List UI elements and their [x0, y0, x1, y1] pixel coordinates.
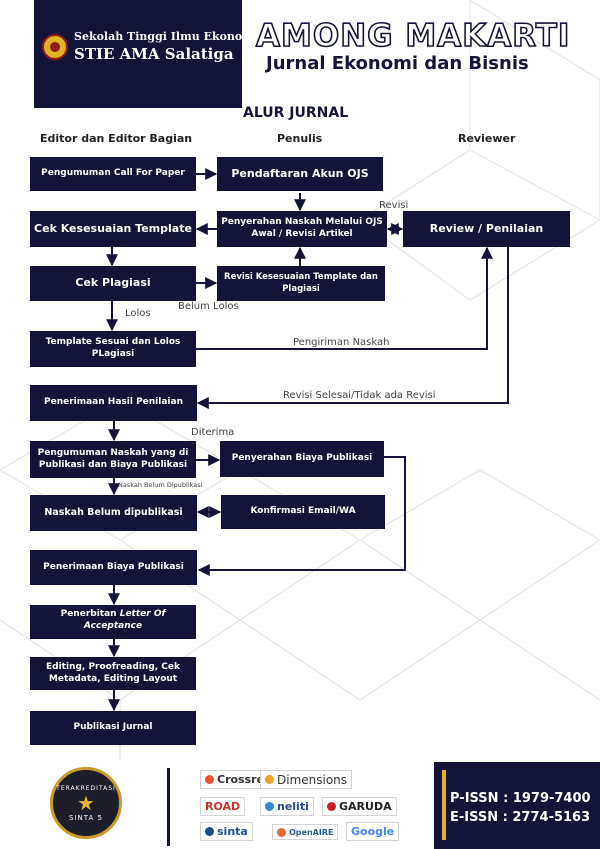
logo-openaire[interactable]: OpenAIRE	[272, 824, 339, 840]
logo-dimensions[interactable]: Dimensions	[260, 770, 353, 789]
step-call-for-paper: Pengumuman Call For Paper	[30, 157, 196, 191]
step-cek-plagiasi: Cek Plagiasi	[30, 266, 196, 301]
institution-name: Sekolah Tinggi Ilmu Ekonomi	[74, 30, 259, 43]
step-publikasi: Publikasi Jurnal	[30, 711, 196, 745]
logo-google[interactable]: Google	[346, 822, 400, 841]
label-naskah-belum: Naskah Belum Dipublikasi	[118, 481, 203, 489]
openaire-icon	[277, 827, 286, 837]
p-issn: P-ISSN : 1979-7400	[450, 791, 591, 806]
journal-title: AMONG MAKARTI	[255, 17, 571, 55]
column-penulis: Penulis	[277, 132, 323, 145]
footer-divider	[167, 768, 170, 846]
badge-top-text: TERAKREDITASI	[56, 784, 116, 792]
column-reviewer: Reviewer	[458, 132, 516, 145]
label-diterima: Diterima	[191, 427, 235, 438]
step-penyerahan-biaya: Penyerahan Biaya Publikasi	[220, 441, 384, 477]
step-review: Review / Penilaian	[403, 211, 570, 247]
step-penerbitan-loa-prefix: Penerbitan	[60, 609, 120, 619]
flow-title: ALUR JURNAL	[243, 105, 349, 121]
step-template-lolos: Template Sesuai dan Lolos PLagiasi	[30, 331, 196, 367]
step-konfirmasi: Konfirmasi Email/WA	[221, 495, 385, 529]
badge-star-icon: ★	[77, 790, 95, 815]
logo-garuda[interactable]: GARUDA	[322, 797, 397, 816]
label-lolos: Lolos	[125, 308, 151, 319]
step-penerbitan-loa-italic: Letter Of Acceptance	[83, 609, 166, 631]
issn-accent	[442, 770, 446, 840]
step-cek-template: Cek Kesesuaian Template	[30, 211, 196, 247]
neliti-icon	[265, 802, 274, 811]
label-revisi-selesai: Revisi Selesai/Tidak ada Revisi	[283, 390, 436, 401]
institution-short-name: STIE AMA Salatiga	[74, 45, 234, 63]
logo-sinta[interactable]: sinta	[200, 822, 253, 841]
journal-subtitle: Jurnal Ekonomi dan Bisnis	[266, 53, 529, 74]
header-panel	[34, 0, 242, 108]
sinta-icon	[205, 827, 214, 836]
crossref-icon	[205, 775, 214, 784]
logo-road[interactable]: ROAD	[200, 797, 246, 816]
step-penerimaan-hasil: Penerimaan Hasil Penilaian	[30, 385, 197, 421]
step-penyerahan-naskah: Penyerahan Naskah Melalui OJS Awal / Rev…	[217, 211, 387, 247]
institution-logo	[42, 34, 68, 60]
garuda-icon	[327, 802, 336, 811]
issn-panel	[434, 762, 600, 849]
step-penerbitan-loa: Penerbitan Letter Of Acceptance	[30, 605, 196, 639]
badge-bottom-text: SINTA 5	[69, 813, 103, 822]
step-pengumuman-naskah: Pengumuman Naskah yang di Publikasi dan …	[30, 441, 196, 478]
e-issn: E-ISSN : 2774-5163	[450, 810, 591, 825]
dimensions-icon	[265, 775, 274, 784]
column-editor: Editor dan Editor Bagian	[40, 132, 193, 145]
accreditation-badge: TERAKREDITASI ★ SINTA 5	[50, 767, 122, 839]
step-revisi-template: Revisi Kesesuaian Template dan Plagiasi	[217, 266, 385, 301]
step-daftar-akun: Pendaftaran Akun OJS	[217, 157, 383, 191]
label-belum-lolos: Belum Lolos	[178, 301, 239, 312]
step-naskah-belum: Naskah Belum dipublikasi	[30, 495, 197, 531]
logo-neliti[interactable]: neliti	[260, 797, 314, 816]
label-pengiriman: Pengiriman Naskah	[293, 337, 390, 348]
step-penerimaan-biaya: Penerimaan Biaya Publikasi	[30, 550, 197, 585]
label-revisi: Revisi	[379, 200, 409, 211]
step-editing: Editing, Proofreading, Cek Metadata, Edi…	[30, 657, 196, 690]
